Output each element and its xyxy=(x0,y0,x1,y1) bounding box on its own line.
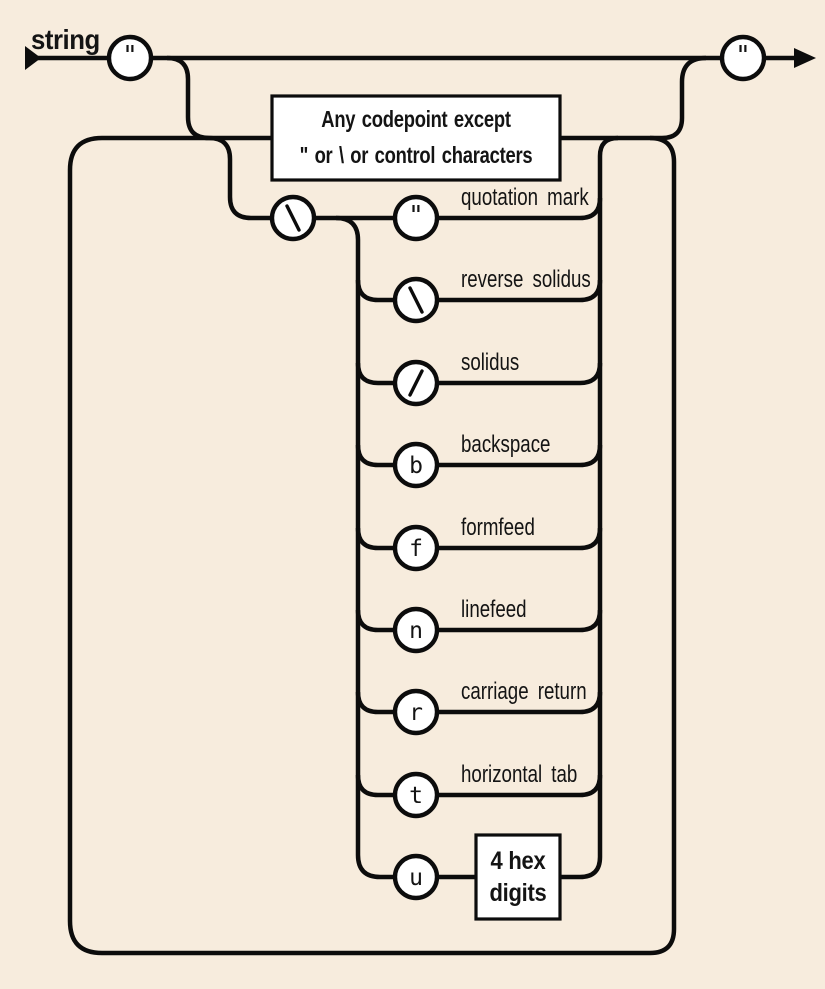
row-node xyxy=(392,688,440,736)
slash-glyph-icon xyxy=(408,369,424,397)
row-branch-in xyxy=(355,527,396,551)
row-branch-out xyxy=(436,279,603,303)
open-quote-glyph: " xyxy=(122,41,138,71)
any-codepoint-line2: " or \ or control characters xyxy=(300,143,533,168)
hex-digits-line2: digits xyxy=(489,879,546,907)
row-branch-in xyxy=(355,609,396,633)
backslash-glyph-icon xyxy=(408,286,424,314)
row-branch-in xyxy=(355,691,396,715)
row-branch-out xyxy=(436,609,603,633)
row-node xyxy=(392,524,440,572)
escape-row1-exit xyxy=(437,135,619,221)
row-branch-out xyxy=(436,527,603,551)
row-branch-in xyxy=(355,444,396,468)
row-label: formfeed xyxy=(461,514,535,541)
row-node xyxy=(392,194,440,242)
backslash-glyph-icon xyxy=(285,204,301,232)
loop-exit-path xyxy=(560,55,707,141)
row-node xyxy=(392,853,440,901)
escape-row: t horizontal tab xyxy=(355,761,603,819)
escape-row: b backspace xyxy=(355,431,603,489)
row-node xyxy=(392,606,440,654)
row-label: backspace xyxy=(461,431,550,458)
row-glyph: u xyxy=(409,865,423,891)
hex-digits-box xyxy=(474,833,562,921)
row-label: quotation mark xyxy=(461,184,589,211)
escape-row: reverse solidus xyxy=(355,266,603,324)
escape-row: " quotation mark xyxy=(392,184,589,242)
row-branch-in xyxy=(355,774,396,798)
open-quote-node xyxy=(106,34,154,82)
row-label: linefeed xyxy=(461,596,527,623)
escape-row: solidus xyxy=(355,349,603,407)
close-quote-glyph: " xyxy=(735,41,751,71)
row-branch-out xyxy=(436,774,603,798)
row-glyph: r xyxy=(409,700,423,726)
row-label: reverse solidus xyxy=(461,266,591,293)
row-branch-in xyxy=(355,279,396,303)
escape-row: u 4 hex digits xyxy=(392,833,603,921)
escape-row: f formfeed xyxy=(355,514,603,572)
row-glyph: t xyxy=(409,783,423,809)
hex-digits-line1: 4 hex xyxy=(491,847,546,875)
row-node xyxy=(392,771,440,819)
row-branch-out xyxy=(560,856,603,880)
end-arrow-icon xyxy=(794,48,816,68)
loop-entry-path xyxy=(166,55,210,141)
row-glyph: f xyxy=(409,536,423,562)
escape-row: n linefeed xyxy=(355,596,603,654)
any-codepoint-box xyxy=(270,94,562,182)
close-quote-node xyxy=(719,34,767,82)
row-node xyxy=(392,441,440,489)
row-glyph: " xyxy=(408,201,424,231)
escape-row: r carriage return xyxy=(355,678,603,736)
row-glyph: n xyxy=(409,618,423,644)
rule-title: string xyxy=(31,24,100,55)
row-glyph: b xyxy=(409,453,423,479)
escape-entry-path xyxy=(208,135,272,221)
row-branch-out xyxy=(436,691,603,715)
row-branch-in xyxy=(355,362,396,386)
row-label: solidus xyxy=(461,349,519,376)
row-branch-out xyxy=(436,444,603,468)
escape-left-rail xyxy=(335,215,395,880)
repeat-loop-path xyxy=(67,135,677,956)
any-codepoint-line1: Any codepoint except xyxy=(321,107,511,132)
row-branch-out xyxy=(436,362,603,386)
row-label: horizontal tab xyxy=(461,761,577,788)
row-label: carriage return xyxy=(461,678,587,705)
